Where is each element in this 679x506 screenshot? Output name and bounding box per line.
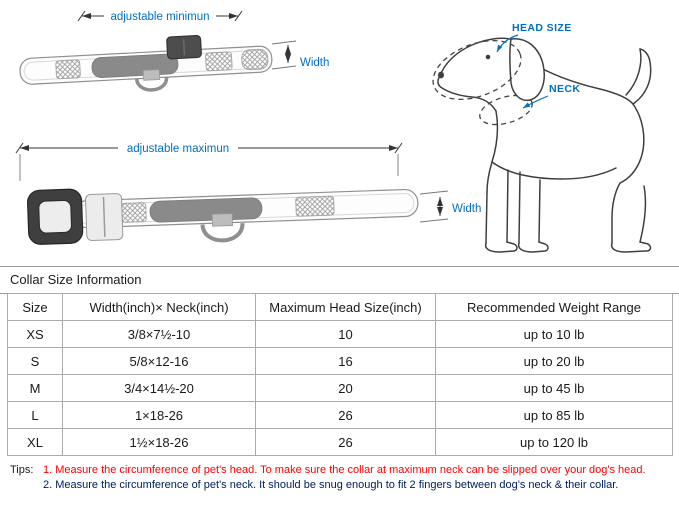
size-table: Size Width(inch)× Neck(inch) Maximum Hea… xyxy=(7,293,673,456)
cell-size: M xyxy=(7,374,63,402)
cell-weight: up to 20 lb xyxy=(435,347,673,375)
dog-illustration: HEAD SIZE NECK xyxy=(432,22,652,253)
cell-max-head: 20 xyxy=(255,374,436,402)
dog-muzzle-jaw xyxy=(437,75,497,112)
table-row: XL 1½×18-26 26 up to 120 lb xyxy=(7,428,673,456)
cell-weight: up to 120 lb xyxy=(435,428,673,456)
neck-arrow xyxy=(522,95,549,109)
dog-front-paw-1 xyxy=(484,241,518,253)
dog-head-top xyxy=(439,37,517,77)
slider-bar xyxy=(102,197,106,238)
collar-diagram-area: adjustable minimun Width adjustable maxi… xyxy=(15,10,652,253)
dog-tail-outer xyxy=(632,48,652,105)
width-label-min: Width xyxy=(300,57,329,69)
cell-weight: up to 10 lb xyxy=(435,320,673,348)
dog-haunch xyxy=(619,103,645,184)
col-header-width-neck: Width(inch)× Neck(inch) xyxy=(62,293,256,321)
cell-max-head: 26 xyxy=(255,401,436,429)
hatch-patch xyxy=(241,48,269,71)
cell-width-neck: 3/8×7½-10 xyxy=(62,320,256,348)
buckle-opening xyxy=(38,199,72,234)
d-ring xyxy=(200,222,245,243)
collar-min-label: adjustable minimun xyxy=(110,11,209,23)
cell-size: XS xyxy=(7,320,63,348)
collar-diagram-svg: adjustable minimun Width adjustable maxi… xyxy=(15,10,652,253)
d-ring xyxy=(134,76,169,92)
head-size-label: HEAD SIZE xyxy=(512,22,572,34)
cell-width-neck: 1×18-26 xyxy=(62,401,256,429)
d-ring-holder xyxy=(211,213,233,227)
hatch-patch xyxy=(121,202,147,223)
dimension-collar-min: adjustable minimun xyxy=(77,10,243,23)
dog-front-leg-1-inner xyxy=(506,169,509,243)
col-header-weight: Recommended Weight Range xyxy=(435,293,673,321)
collar-min-pad xyxy=(91,53,179,78)
neck-label: NECK xyxy=(549,83,580,95)
dog-back xyxy=(529,61,634,105)
section-title: Collar Size Information xyxy=(0,266,679,294)
cell-size: L xyxy=(7,401,63,429)
dog-front-paw-2 xyxy=(517,241,549,253)
cell-width-neck: 3/4×14½-20 xyxy=(62,374,256,402)
head-size-arrow xyxy=(496,34,519,53)
dimension-width-max: Width xyxy=(419,190,481,223)
table-row: L 1×18-26 26 up to 85 lb xyxy=(7,401,673,429)
dog-front-leg-2 xyxy=(518,171,521,244)
tips-section: Tips: 1. Measure the circumference of pe… xyxy=(0,456,679,493)
cell-weight: up to 85 lb xyxy=(435,401,673,429)
tip-1: 1. Measure the circumference of pet's he… xyxy=(43,464,646,476)
tips-list: 1. Measure the circumference of pet's he… xyxy=(43,463,646,493)
collar-max-pad xyxy=(149,197,263,223)
table-row: M 3/4×14½-20 20 up to 45 lb xyxy=(7,374,673,402)
col-header-max-head: Maximum Head Size(inch) xyxy=(255,293,436,321)
cell-max-head: 10 xyxy=(255,320,436,348)
cell-max-head: 16 xyxy=(255,347,436,375)
hatch-patch xyxy=(205,51,233,72)
dog-chest xyxy=(486,110,499,193)
collar-min-diagram xyxy=(19,35,273,92)
hatch-patch xyxy=(295,195,335,217)
cell-width-neck: 1½×18-26 xyxy=(62,428,256,456)
table-row: XS 3/8×7½-10 10 up to 10 lb xyxy=(7,320,673,348)
cell-max-head: 26 xyxy=(255,428,436,456)
collar-max-diagram xyxy=(27,188,419,245)
dimension-width-min: Width xyxy=(271,40,329,70)
dog-front-leg-2-inner xyxy=(538,179,541,243)
dog-hind-leg xyxy=(611,182,621,244)
dimension-collar-max: adjustable maximun xyxy=(15,142,403,181)
col-header-size: Size xyxy=(7,293,63,321)
dog-belly xyxy=(491,161,617,180)
hatch-patch xyxy=(55,59,81,80)
collar-max-label: adjustable maximun xyxy=(127,143,229,155)
width-label-max: Width xyxy=(452,203,481,215)
table-header-row: Size Width(inch)× Neck(inch) Maximum Hea… xyxy=(7,293,673,321)
slider-bar xyxy=(182,39,186,56)
head-measure-ellipse xyxy=(432,40,522,100)
cell-weight: up to 45 lb xyxy=(435,374,673,402)
dog-ear xyxy=(509,38,545,102)
dog-nose xyxy=(438,71,444,79)
cell-size: XL xyxy=(7,428,63,456)
dog-eye xyxy=(485,54,491,60)
dog-front-leg-1 xyxy=(485,191,488,244)
dog-hind-paw xyxy=(610,241,652,253)
tips-label: Tips: xyxy=(10,464,34,476)
tip-2: 2. Measure the circumference of pet's ne… xyxy=(43,479,619,491)
dog-hind-leg-back xyxy=(639,185,647,243)
table-row: S 5/8×12-16 16 up to 20 lb xyxy=(7,347,673,375)
cell-size: S xyxy=(7,347,63,375)
d-ring-holder xyxy=(142,69,161,81)
dog-tail-inner xyxy=(625,48,642,96)
cell-width-neck: 5/8×12-16 xyxy=(62,347,256,375)
